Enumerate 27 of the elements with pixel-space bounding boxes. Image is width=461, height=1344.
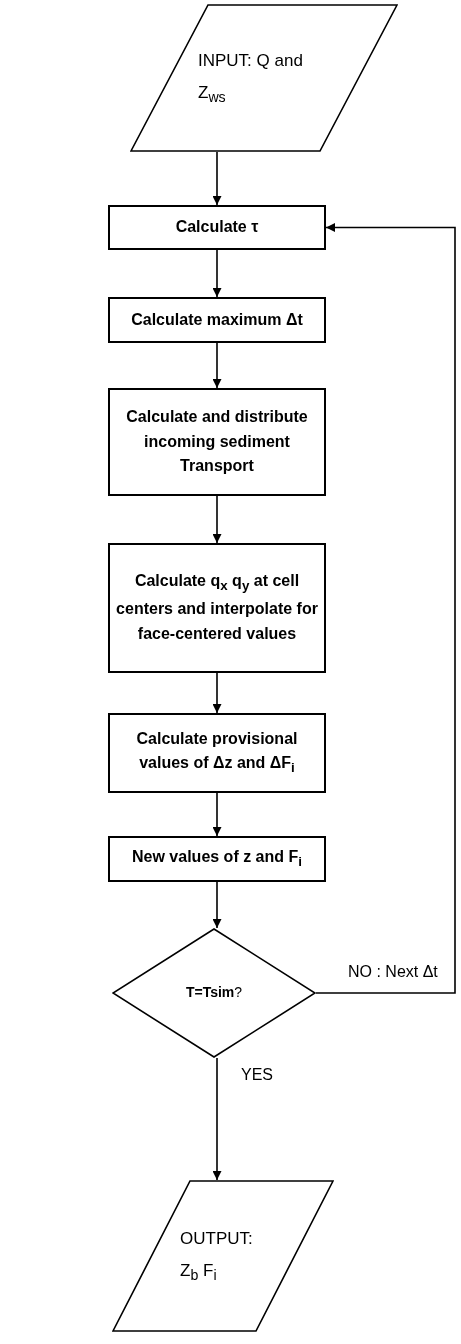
arrow [212, 881, 222, 929]
process-box [108, 297, 326, 343]
node-text: Calculate and distribute incoming sediment Transport [125, 406, 309, 477]
arrow [212, 249, 222, 298]
node-text: Calculate provisional values of Δz and ΔF$_{i}$ [135, 728, 299, 778]
arrow [212, 672, 222, 714]
process-box [108, 205, 326, 250]
node-text: Calculate τ [174, 217, 260, 238]
arrow [212, 342, 222, 389]
arrow [315, 223, 456, 994]
arrow [212, 151, 222, 206]
decision-diamond [112, 928, 316, 1058]
node-text: OUTPUT: Z$_{b}$ F$_{i}$ [179, 1227, 254, 1286]
node-text: Calculate maximum Δt [130, 309, 304, 330]
node-text: T=Tsim? [184, 983, 244, 1003]
arrow [212, 1057, 222, 1181]
arrow [212, 495, 222, 544]
process-box [108, 543, 326, 673]
io-parallelogram [112, 1180, 334, 1332]
process-box [108, 388, 326, 496]
process-box [108, 836, 326, 882]
process-box [108, 713, 326, 793]
node-text: INPUT: Q and Z$_{ws}$ [197, 49, 304, 108]
node-text: New values of z and F$_{i}$ [131, 847, 303, 872]
arrow [212, 792, 222, 837]
io-parallelogram [130, 4, 398, 152]
node-text: Calculate q$_{x}$ q$_{y}$ at cell centers and interpolate for face-centered values [115, 571, 319, 644]
